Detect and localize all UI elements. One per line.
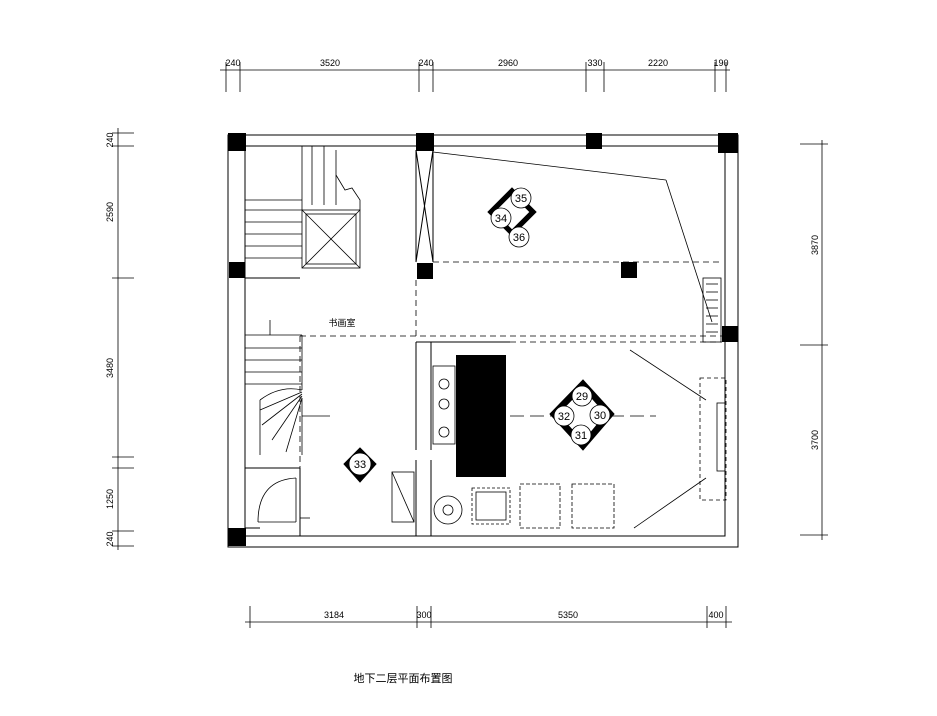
wall-heater <box>702 277 722 343</box>
dim-left-4: 1250 <box>105 489 115 509</box>
tag-34: 34 <box>490 207 512 229</box>
right-room-lines <box>510 349 727 529</box>
tag-32: 32 <box>553 405 575 427</box>
dashed-ceiling-lines <box>299 261 722 468</box>
tag-31-label: 31 <box>575 430 587 442</box>
dim-bottom-3: 5350 <box>558 610 578 620</box>
dim-left-1: 240 <box>105 132 115 147</box>
lower-staircase <box>245 320 330 455</box>
dim-right-1: 3870 <box>810 235 820 255</box>
tag-29: 29 <box>571 385 593 407</box>
tag-29-label: 29 <box>576 391 588 403</box>
right-dimension-chain <box>800 140 828 540</box>
tag-31: 31 <box>570 424 592 446</box>
dim-left-2: 2590 <box>105 202 115 222</box>
tag-33-marker <box>343 447 377 483</box>
tag-36: 36 <box>508 226 530 248</box>
dim-bottom-1: 3184 <box>324 610 344 620</box>
dim-top-3: 240 <box>418 58 433 68</box>
side-table <box>433 495 463 525</box>
tag-30: 30 <box>589 404 611 426</box>
tv-cabinet <box>456 355 506 477</box>
dim-left-5: 240 <box>105 531 115 546</box>
dim-top-5: 330 <box>587 58 602 68</box>
dim-right-2: 3700 <box>810 430 820 450</box>
tag-36-label: 36 <box>513 232 525 244</box>
tag-35-label: 35 <box>515 193 527 205</box>
tag-35: 35 <box>510 187 532 209</box>
upper-staircase <box>245 146 361 269</box>
entry-door <box>257 477 310 523</box>
tag-34-label: 34 <box>495 213 507 225</box>
dim-top-6: 2220 <box>648 58 668 68</box>
armchairs <box>471 483 615 529</box>
dim-bottom-4: 400 <box>708 610 723 620</box>
dim-top-2: 3520 <box>320 58 340 68</box>
left-dimension-chain <box>112 128 134 550</box>
interior-partitions <box>245 149 510 536</box>
dim-top-7: 190 <box>713 58 728 68</box>
drawing-title: 地下二层平面布置图 <box>354 672 453 685</box>
tag-33-label: 33 <box>354 459 366 471</box>
room-label: 书画室 <box>328 317 355 328</box>
dim-top-4: 2960 <box>498 58 518 68</box>
dim-bottom-2: 300 <box>416 610 431 620</box>
cabinet-unit <box>391 471 415 523</box>
dim-left-3: 3480 <box>105 358 115 378</box>
tag-30-label: 30 <box>594 410 606 422</box>
outer-walls <box>227 134 739 548</box>
tag-32-label: 32 <box>558 411 570 423</box>
top-room-diagonal-lines <box>432 151 713 323</box>
top-dimension-chain <box>220 62 730 92</box>
dim-top-1: 240 <box>225 58 240 68</box>
wall-display-panel <box>432 365 456 445</box>
structural-columns <box>228 133 738 546</box>
bottom-dimension-chain <box>245 606 732 628</box>
